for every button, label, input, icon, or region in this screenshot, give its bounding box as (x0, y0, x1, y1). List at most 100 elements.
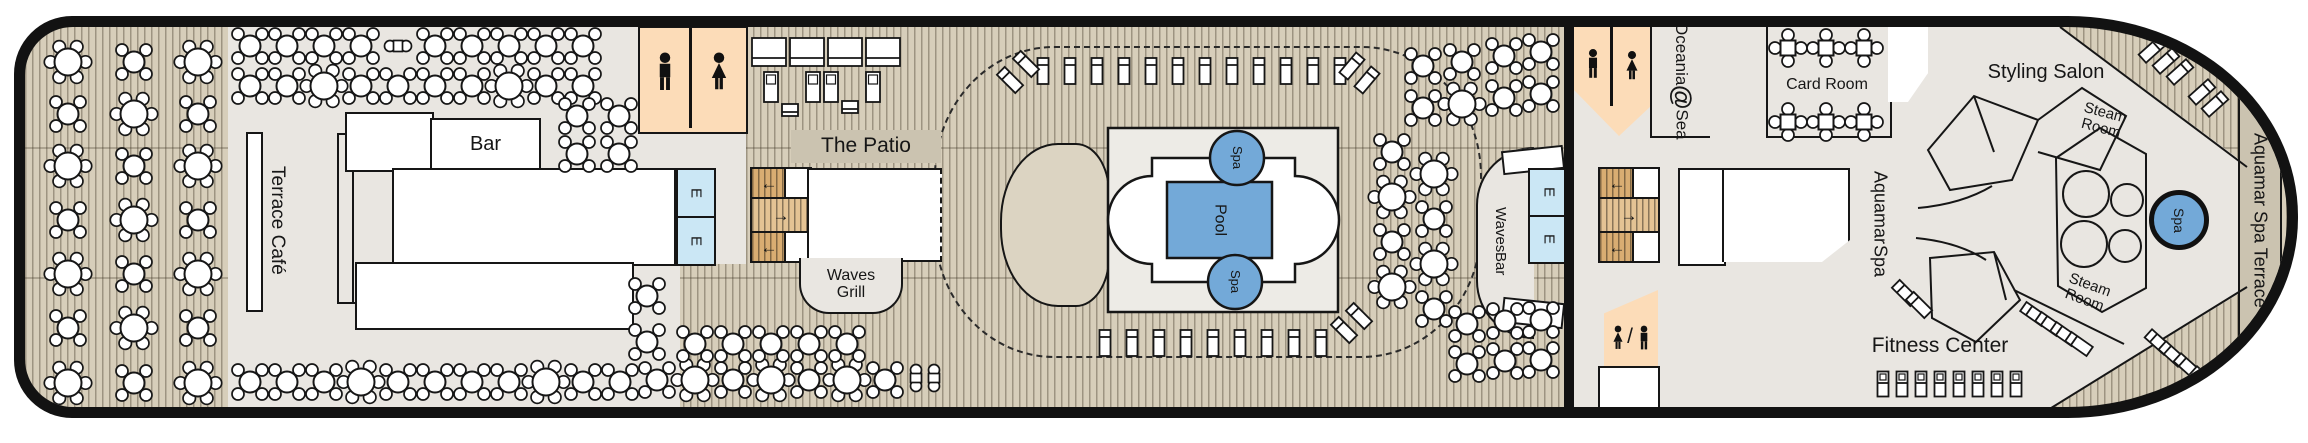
t6-icon (43, 360, 93, 406)
pool-label: Pool (1211, 203, 1229, 237)
ship-hull: Bar Terrace Café E E ← → ← (14, 16, 2298, 418)
waves-bar-line: Bar (1491, 251, 1509, 276)
spa-room-b (1722, 168, 1850, 262)
spa-pool-circle: Spa (2149, 190, 2209, 250)
t4-icon (866, 361, 904, 399)
waves-grill-label: Waves (826, 267, 876, 285)
lgn-icon (805, 71, 821, 103)
elevator-aft-1: E (676, 168, 716, 218)
bar-label: Bar (469, 133, 502, 156)
t4-icon (828, 325, 866, 363)
t4-icon (1486, 342, 1524, 380)
t6-icon (43, 143, 93, 189)
t4-icon (1522, 341, 1560, 379)
elevator-label: E (687, 235, 705, 246)
t4-icon (1522, 33, 1560, 71)
aquamar-spa-label: Aquamar Spa (1856, 171, 1904, 277)
oceania-at-sea-room: Oceania @Sea (1650, 27, 1710, 140)
lg-icon (2172, 352, 2202, 380)
spa-label: Spa (1229, 146, 1245, 170)
spa-whirlpool (1208, 129, 1266, 187)
card-room-label: Card Room (1786, 75, 1868, 93)
waves-grill-building (807, 168, 942, 262)
t4-icon (1485, 79, 1523, 117)
stairs-arrow-icon: ← (760, 173, 778, 193)
oceania-label: Oceania (1672, 27, 1691, 86)
t6-icon (173, 251, 223, 297)
t4-icon (115, 364, 153, 402)
lgn-icon (823, 71, 839, 103)
t4-icon (179, 201, 217, 239)
unisex-separator: / (1627, 324, 1633, 348)
t6-icon (173, 143, 223, 189)
t4-icon (714, 361, 752, 399)
stairs-aft: ← → ← (750, 167, 812, 263)
cab-icon (789, 37, 825, 67)
t4-icon (115, 255, 153, 293)
t6-icon (173, 360, 223, 406)
lg-icon (2165, 58, 2195, 86)
aquamar-line: Spa (1870, 244, 1891, 277)
stairs-arrow-icon: ← (1608, 173, 1626, 193)
wood-deck: Bar Terrace Café E E ← → ← (25, 27, 2287, 407)
spa-whirlpool (1206, 253, 1264, 311)
t4-icon (49, 201, 87, 239)
bench-icon (927, 363, 941, 393)
t6-icon (109, 305, 159, 351)
fitness-center-label: Fitness Center (1871, 333, 2009, 357)
spa-label: Spa (1227, 270, 1243, 294)
cab-icon (865, 37, 901, 67)
sea-label: Sea (1672, 109, 1692, 140)
t6-icon (746, 357, 796, 403)
stairs-arrow-icon: → (772, 205, 790, 225)
elevator-label: E (1540, 187, 1558, 198)
waves-bar-line: Waves (1491, 206, 1509, 252)
sq-icon (781, 103, 799, 117)
t6-icon (43, 251, 93, 297)
waves-bar-label: Waves Bar (1478, 166, 1522, 316)
t4-icon (49, 309, 87, 347)
stair-landing (1632, 231, 1660, 263)
t4-icon (1522, 75, 1560, 113)
spa-room-a (1678, 168, 1726, 266)
t6-icon (822, 357, 872, 403)
lgn-icon (763, 71, 779, 103)
galley-main-room (392, 168, 676, 266)
restroom-divider (1610, 27, 1613, 106)
lg-icon (2157, 340, 2187, 368)
terrace-cafe-label: Terrace Café (267, 165, 289, 275)
t4-icon (676, 325, 714, 363)
pool-platform (1106, 126, 1341, 314)
at-sign: @ (1667, 85, 1696, 110)
t4-icon (179, 95, 217, 133)
terrace-cafe-counter (246, 132, 263, 312)
spa-label: Spa (2171, 207, 2187, 233)
t6-icon (109, 91, 159, 137)
stairs-arrow-icon: ← (1608, 237, 1626, 257)
t4-icon (1443, 43, 1481, 81)
lg-icon (2188, 365, 2218, 393)
t4-icon (714, 325, 752, 363)
t4-icon (1448, 345, 1486, 383)
cab-icon (827, 37, 863, 67)
bench-icon (909, 363, 923, 393)
elevator-aft-2: E (676, 216, 716, 266)
t6-icon (43, 39, 93, 85)
sq-icon (841, 100, 859, 114)
aquamar-spa-terrace-banner: Aquamar Spa Terrace (2238, 32, 2282, 407)
lg-icon (2187, 78, 2217, 106)
lg-icon (2137, 36, 2167, 64)
restroom-divider (689, 28, 692, 128)
restrooms-aft (638, 27, 748, 134)
t4-icon (752, 325, 790, 363)
bulkhead-wall (1564, 27, 1574, 407)
elevator-label: E (687, 187, 705, 198)
t4-icon (115, 43, 153, 81)
stairs-forward: ← → ← (1598, 167, 1660, 263)
lg-icon (2151, 47, 2181, 75)
lgn-icon (865, 71, 881, 103)
t6-icon (173, 39, 223, 85)
bar-room: Bar (430, 118, 541, 172)
at-sea-label: @Sea (1667, 85, 1696, 140)
lg-icon (2200, 90, 2230, 118)
